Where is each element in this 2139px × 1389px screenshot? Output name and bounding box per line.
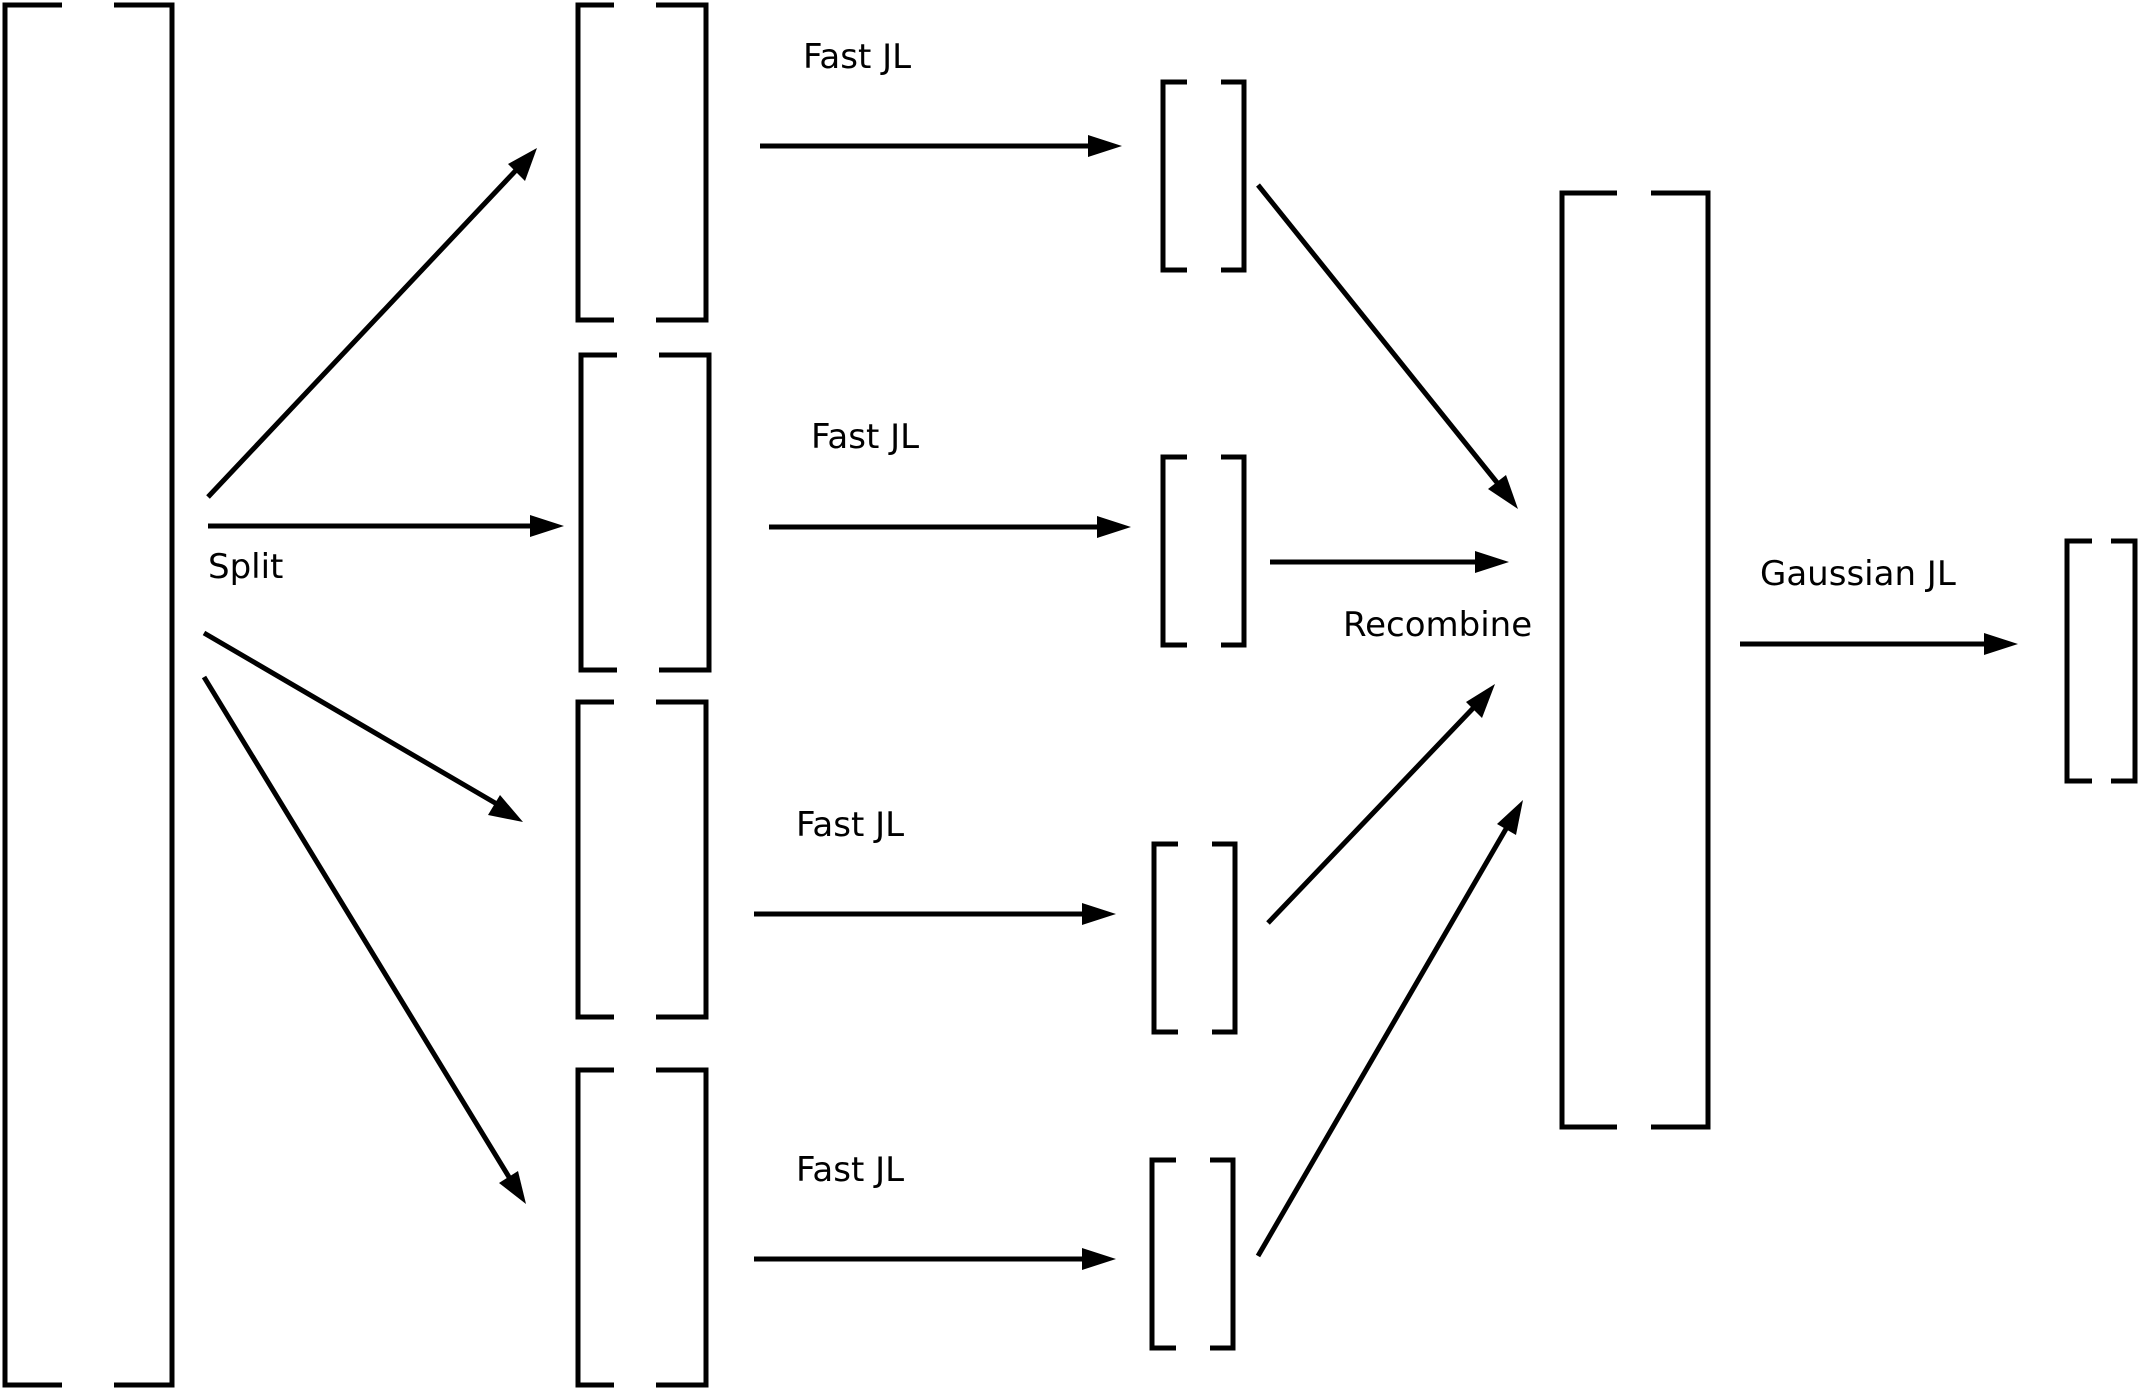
split-label: Split bbox=[208, 547, 283, 587]
chunk-3-left-bracket bbox=[575, 699, 614, 1020]
recombine-arrow-1-head bbox=[1488, 475, 1518, 509]
recombine-arrow-4-head bbox=[1497, 800, 1523, 835]
sketch-4 bbox=[1149, 1157, 1236, 1351]
output-vector-right-bracket bbox=[2111, 538, 2138, 784]
recombine-arrow-2-head bbox=[1475, 551, 1509, 573]
chunk-4-right-bracket bbox=[656, 1067, 709, 1388]
sketch-1 bbox=[1160, 79, 1247, 273]
recombined-vector-right-bracket bbox=[1651, 190, 1711, 1130]
chunk-3-right-bracket bbox=[656, 699, 709, 1020]
gaussian-jl-label: Gaussian JL bbox=[1760, 554, 1956, 594]
chunk-2-right-bracket bbox=[659, 352, 712, 673]
sketch-3-left-bracket bbox=[1151, 841, 1178, 1035]
chunk-1-left-bracket bbox=[575, 2, 614, 323]
chunk-4-left-bracket bbox=[575, 1067, 614, 1388]
input-vector-right-bracket bbox=[114, 2, 175, 1388]
input-vector-left-bracket bbox=[2, 2, 62, 1388]
recombine-arrows bbox=[1255, 183, 1523, 1258]
gaussian-jl-arrow-head bbox=[1984, 633, 2018, 655]
split-arrow-4-head bbox=[499, 1171, 526, 1204]
fast-jl-arrow-2-head bbox=[1097, 516, 1131, 538]
sketch-1-left-bracket bbox=[1160, 79, 1187, 273]
input-vector bbox=[2, 2, 175, 1388]
output-vector-left-bracket bbox=[2064, 538, 2092, 784]
recombined-vector-left-bracket bbox=[1559, 190, 1617, 1130]
recombined-vector bbox=[1559, 190, 1711, 1130]
split-arrow-3-head bbox=[488, 795, 523, 822]
sketch-2-right-bracket bbox=[1221, 454, 1247, 648]
recombine-label: Recombine bbox=[1343, 605, 1532, 645]
chunk-3 bbox=[575, 699, 709, 1020]
fast-jl-label-4: Fast JL bbox=[796, 1150, 904, 1190]
split-arrow-2-head bbox=[530, 515, 564, 537]
fast-jl-arrow-1-head bbox=[1088, 135, 1122, 157]
recombine-arrow-3 bbox=[1266, 700, 1481, 925]
fast-jl-arrow-4-head bbox=[1082, 1248, 1116, 1270]
recombine-arrow-1 bbox=[1256, 183, 1505, 492]
sketch-1-right-bracket bbox=[1221, 79, 1247, 273]
gaussian-jl-arrow-group bbox=[1740, 633, 2018, 655]
sketch-4-left-bracket bbox=[1149, 1157, 1176, 1351]
fast-jl-arrows bbox=[754, 135, 1131, 1270]
fast-jl-label-2: Fast JL bbox=[811, 417, 919, 457]
fast-jl-label-1: Fast JL bbox=[803, 37, 911, 77]
chunk-2 bbox=[578, 352, 712, 673]
sketch-2-left-bracket bbox=[1160, 454, 1187, 648]
recombine-arrow-4 bbox=[1255, 820, 1513, 1258]
sketch-3 bbox=[1151, 841, 1238, 1035]
sketch-3-right-bracket bbox=[1212, 841, 1238, 1035]
fast-jl-arrow-3-head bbox=[1082, 903, 1116, 925]
chunk-1-right-bracket bbox=[656, 2, 709, 323]
split-arrow-1 bbox=[206, 164, 522, 499]
split-arrow-1-head bbox=[508, 148, 537, 181]
chunk-2-left-bracket bbox=[578, 352, 617, 673]
split-arrow-4 bbox=[201, 675, 515, 1184]
split-arrows bbox=[201, 148, 564, 1204]
chunk-4 bbox=[575, 1067, 709, 1388]
split-arrow-3 bbox=[202, 630, 504, 810]
sketch-4-right-bracket bbox=[1210, 1157, 1236, 1351]
output-vector bbox=[2064, 538, 2138, 784]
chunk-1 bbox=[575, 2, 709, 323]
sketch-2 bbox=[1160, 454, 1247, 648]
fast-jl-label-3: Fast JL bbox=[796, 805, 904, 845]
recombine-arrow-3-head bbox=[1466, 684, 1495, 718]
